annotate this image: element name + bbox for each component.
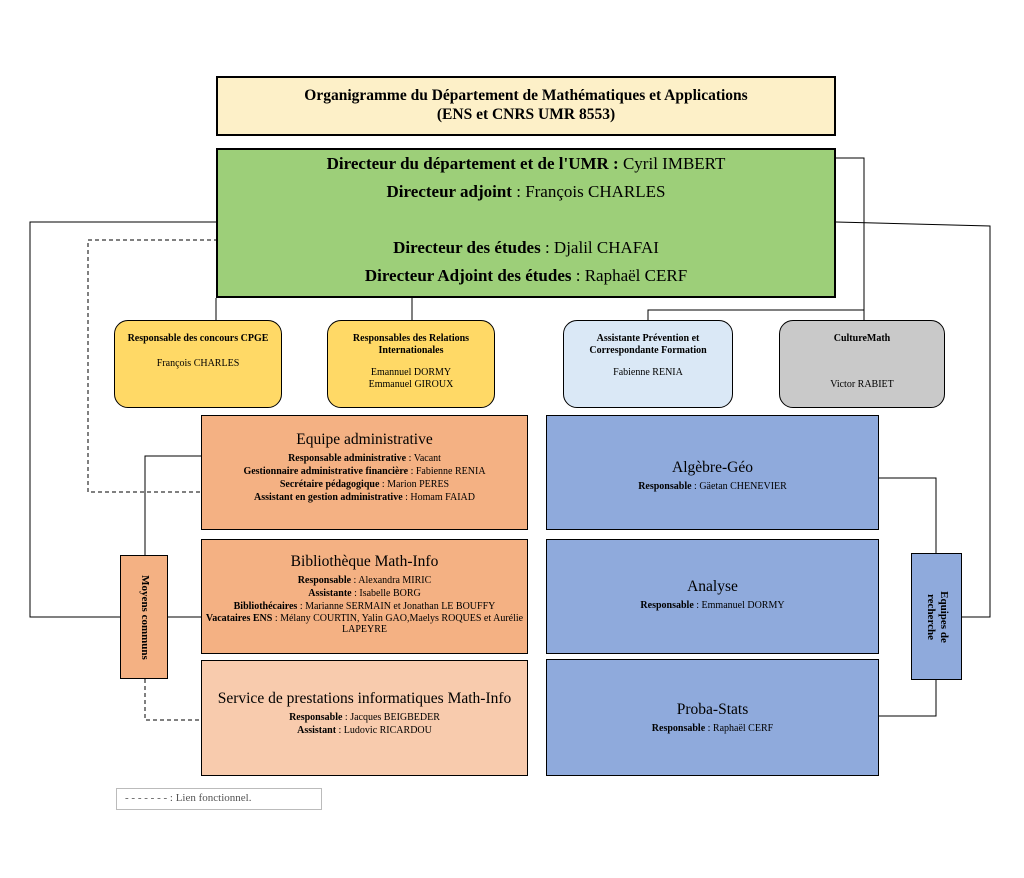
library-row: Responsable : Alexandra MIRIC bbox=[297, 575, 432, 586]
admin-title: Equipe administrative bbox=[296, 431, 433, 448]
title-line-2: (ENS et CNRS UMR 8553) bbox=[436, 106, 616, 123]
team-title: Algèbre-Géo bbox=[672, 459, 753, 476]
relations-person-1: Emannuel DORMY bbox=[370, 367, 452, 378]
director-name: Cyril IMBERT bbox=[622, 154, 726, 173]
research-teams-text: Equipes de recherche bbox=[924, 590, 950, 643]
culturemath-box: CultureMath Victor RABIET bbox=[779, 320, 945, 408]
deputy-studies-row: Directeur Adjoint des études : Raphaël C… bbox=[218, 262, 834, 290]
team-manager: Responsable : Raphaël CERF bbox=[651, 723, 774, 734]
legend-text: - - - - - - - : Lien fonctionnel. bbox=[125, 792, 252, 804]
library-row: Assistante : Isabelle BORG bbox=[308, 588, 421, 599]
concours-title: Responsable des concours CPGE bbox=[127, 333, 269, 344]
it-title: Service de prestations informatiques Mat… bbox=[217, 690, 512, 707]
connector-research-proba bbox=[879, 680, 937, 717]
it-row: Assistant : Ludovic RICARDOU bbox=[297, 725, 432, 736]
studies-role: Directeur des études bbox=[393, 238, 541, 257]
connector-prevention bbox=[647, 309, 864, 320]
library-row: Vacataires ENS : Mélany COURTIN, Yalin G… bbox=[205, 613, 524, 635]
direction-spacer bbox=[218, 206, 834, 234]
legend: - - - - - - - : Lien fonctionnel. bbox=[116, 788, 322, 810]
team-proba-stats: Proba-Stats Responsable : Raphaël CERF bbox=[546, 659, 879, 776]
studies-name: : Djalil CHAFAI bbox=[544, 238, 659, 257]
admin-row: Gestionnaire administrative financière :… bbox=[243, 466, 486, 477]
admin-team-box: Equipe administrative Responsable admini… bbox=[201, 415, 528, 530]
team-manager: Responsable : Emmanuel DORMY bbox=[640, 600, 785, 611]
team-analyse: Analyse Responsable : Emmanuel DORMY bbox=[546, 539, 879, 654]
deputy-row: Directeur adjoint : François CHARLES bbox=[218, 178, 834, 206]
deputy-name: : François CHARLES bbox=[516, 182, 666, 201]
concours-box: Responsable des concours CPGE François C… bbox=[114, 320, 282, 408]
team-manager: Responsable : Gäetan CHENEVIER bbox=[638, 481, 787, 492]
common-resources-label: Moyens communs bbox=[120, 555, 168, 679]
director-row: Directeur du département et de l'UMR : C… bbox=[218, 150, 834, 178]
library-row: Bibliothécaires : Marianne SERMAIN et Jo… bbox=[233, 601, 496, 612]
admin-row: Assistant en gestion administrative : Ho… bbox=[254, 492, 475, 503]
director-role: Directeur du département et de l'UMR : bbox=[326, 154, 619, 173]
relations-person-2: Emmanuel GIROUX bbox=[368, 379, 454, 390]
direction-box: Directeur du département et de l'UMR : C… bbox=[216, 148, 836, 298]
org-chart-title: Organigramme du Département de Mathémati… bbox=[216, 76, 836, 136]
connector-direction-common bbox=[29, 221, 216, 618]
dashed-link-common-it bbox=[144, 679, 201, 721]
research-teams-label: Equipes de recherche bbox=[911, 553, 962, 680]
prevention-title: Assistante Prévention et Correspondante … bbox=[589, 333, 707, 356]
team-algebre-geo: Algèbre-Géo Responsable : Gäetan CHENEVI… bbox=[546, 415, 879, 530]
prevention-person: Fabienne RENIA bbox=[613, 367, 683, 378]
deputy-role: Directeur adjoint bbox=[386, 182, 512, 201]
it-row: Responsable : Jacques BEIGBEDER bbox=[289, 712, 440, 723]
team-title: Analyse bbox=[687, 578, 738, 595]
team-title: Proba-Stats bbox=[676, 701, 749, 718]
studies-row: Directeur des études : Djalil CHAFAI bbox=[218, 234, 834, 262]
title-line-1: Organigramme du Département de Mathémati… bbox=[304, 87, 748, 104]
deputy-studies-role: Directeur Adjoint des études bbox=[364, 266, 572, 285]
library-box: Bibliothèque Math-Info Responsable : Ale… bbox=[201, 539, 528, 654]
admin-row: Responsable administrative : Vacant bbox=[288, 453, 441, 464]
prevention-box: Assistante Prévention et Correspondante … bbox=[563, 320, 733, 408]
deputy-studies-name: : Raphaël CERF bbox=[575, 266, 688, 285]
relations-box: Responsables des Relations International… bbox=[327, 320, 495, 408]
concours-person: François CHARLES bbox=[156, 358, 240, 369]
culturemath-title: CultureMath bbox=[833, 333, 891, 344]
relations-title: Responsables des Relations International… bbox=[352, 333, 470, 356]
culturemath-person: Victor RABIET bbox=[830, 379, 894, 390]
connector-direction-research bbox=[835, 221, 991, 618]
admin-row: Secrétaire pédagogique : Marion PERES bbox=[279, 479, 450, 490]
library-title: Bibliothèque Math-Info bbox=[290, 553, 439, 570]
it-service-box: Service de prestations informatiques Mat… bbox=[201, 660, 528, 776]
connector-research-algebre bbox=[879, 477, 937, 553]
common-resources-text: Moyens communs bbox=[138, 574, 151, 660]
connector-common-admin bbox=[144, 455, 201, 555]
